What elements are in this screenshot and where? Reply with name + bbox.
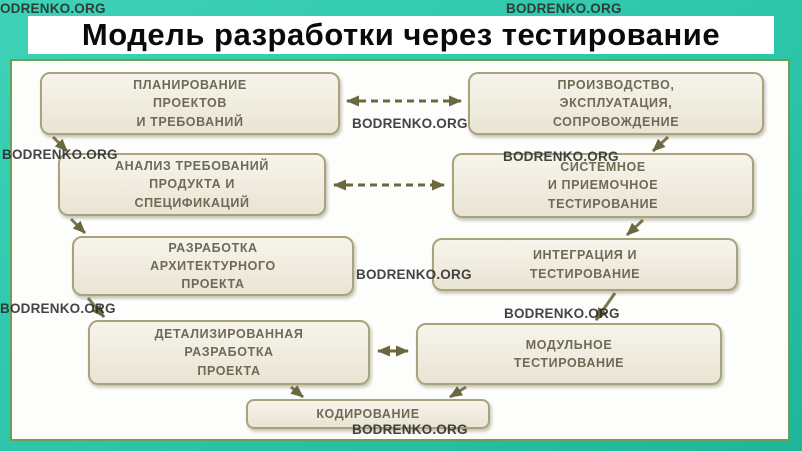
box-line: АРХИТЕКТУРНОГО <box>150 258 276 273</box>
title-bar: Модель разработки через тестирование <box>28 16 774 54</box>
box-line: ПЛАНИРОВАНИЕ <box>133 78 247 93</box>
box-line: ПРОЕКТА <box>181 277 245 292</box>
box-line: КОДИРОВАНИЕ <box>316 406 420 421</box>
watermark: BODRENKO.ORG <box>352 422 468 437</box>
box-line: СИСТЕМНОЕ <box>560 160 646 175</box>
watermark: BODRENKO.ORG <box>2 147 118 162</box>
box-line: ПРОИЗВОДСТВО, <box>557 78 675 93</box>
box-line: СПЕЦИФИКАЦИЙ <box>134 195 250 210</box>
box-line: ТЕСТИРОВАНИЕ <box>547 196 659 211</box>
box-architecture-design: РАЗРАБОТКА АРХИТЕКТУРНОГО ПРОЕКТА <box>72 236 354 296</box>
box-line: И ТРЕБОВАНИЙ <box>136 114 244 129</box>
box-line: МОДУЛЬНОЕ <box>525 337 613 352</box>
watermark: BODRENKO.ORG <box>352 116 468 131</box>
box-line: ТЕСТИРОВАНИЕ <box>513 356 625 370</box>
box-planning: ПЛАНИРОВАНИЕ ПРОЕКТОВ И ТРЕБОВАНИЙ <box>40 72 340 135</box>
page-title: Модель разработки через тестирование <box>81 17 721 52</box>
box-line: ЭКСПЛУАТАЦИЯ, <box>559 96 673 111</box>
watermark: BODRENKO.ORG <box>356 267 472 282</box>
box-line: ПРОДУКТА И <box>149 177 235 192</box>
box-system-acceptance-testing: СИСТЕМНОЕ И ПРИЕМОЧНОЕ ТЕСТИРОВАНИЕ <box>452 153 754 218</box>
watermark: BODRENKO.ORG <box>503 149 619 164</box>
box-coding: КОДИРОВАНИЕ <box>246 399 490 429</box>
box-line: СОПРОВОЖДЕНИЕ <box>552 114 680 129</box>
box-integration-testing: ИНТЕГРАЦИЯ И ТЕСТИРОВАНИЕ <box>432 238 738 291</box>
box-module-testing: МОДУЛЬНОЕ ТЕСТИРОВАНИЕ <box>416 323 722 385</box>
box-line: АНАЛИЗ ТРЕБОВАНИЙ <box>115 159 269 174</box>
box-line: ИНТЕГРАЦИЯ И <box>532 248 638 263</box>
box-detailed-design: ДЕТАЛИЗИРОВАННАЯ РАЗРАБОТКА ПРОЕКТА <box>88 320 370 385</box>
box-line: ТЕСТИРОВАНИЕ <box>529 266 641 281</box>
watermark: BODRENKO.ORG <box>0 1 106 16</box>
box-requirements-analysis: АНАЛИЗ ТРЕБОВАНИЙ ПРОДУКТА И СПЕЦИФИКАЦИ… <box>58 153 326 216</box>
box-line: РАЗРАБОТКА <box>168 240 258 255</box>
box-line: РАЗРАБОТКА <box>184 345 274 360</box>
watermark: BODRENKO.ORG <box>0 301 116 316</box>
box-line: ПРОЕКТА <box>197 363 261 378</box>
box-line: И ПРИЕМОЧНОЕ <box>547 178 659 193</box>
watermark: BODRENKO.ORG <box>504 306 620 321</box>
box-line: ДЕТАЛИЗИРОВАННАЯ <box>154 327 304 342</box>
watermark: BODRENKO.ORG <box>506 1 622 16</box>
box-line: ПРОЕКТОВ <box>152 96 228 111</box>
box-production-operation-maintenance: ПРОИЗВОДСТВО, ЭКСПЛУАТАЦИЯ, СОПРОВОЖДЕНИ… <box>468 72 764 135</box>
